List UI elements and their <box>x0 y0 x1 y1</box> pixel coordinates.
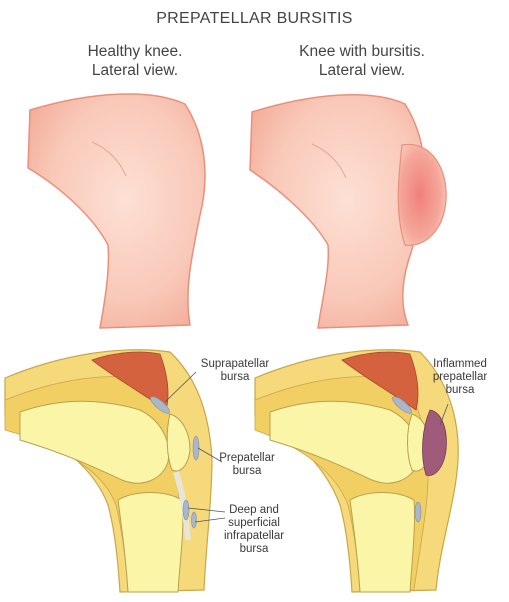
label-infrapatellar-line-4: bursa <box>239 543 269 555</box>
label-prepatellar-line-2: bursa <box>232 465 262 477</box>
label-infrapatellar-bursa: Deep and superficial infrapatellar bursa <box>218 504 290 556</box>
label-infrapatellar-line-3: infrapatellar <box>223 530 285 542</box>
healthy-infrapatellar-bursa-superficial <box>191 511 197 529</box>
healthy-suprapatellar-bursa <box>150 396 170 414</box>
label-prepatellar-line-1: Prepatellar <box>219 452 275 464</box>
bursitis-swelling <box>397 143 447 246</box>
label-suprapatellar-line-1: Suprapatellar <box>200 358 270 370</box>
bursitis-quadriceps-muscle <box>341 351 419 411</box>
bursitis-knee-crease <box>311 143 347 179</box>
prepatellar-leader <box>197 447 223 463</box>
bursitis-infrapatellar-bursa <box>414 501 422 523</box>
bursitis-inflamed-bursa <box>422 409 447 476</box>
healthy-knee-crease <box>91 141 127 177</box>
healthy-infrapatellar-bursa-deep <box>182 499 190 521</box>
healthy-prepatellar-bursa <box>192 435 200 461</box>
label-infrapatellar-line-1: Deep and <box>229 504 279 516</box>
healthy-knee-skin <box>27 93 206 329</box>
label-inflamed-line-1: Inflammed <box>433 358 487 370</box>
healthy-patella <box>166 413 191 472</box>
suprapatellar-leader <box>164 371 197 403</box>
bursitis-caption-line-2: Lateral view. <box>318 62 406 79</box>
label-infrapatellar-line-2: superficial <box>228 517 280 529</box>
bursitis-caption-line-1: Knee with bursitis. <box>299 43 425 60</box>
bursitis-caption: Knee with bursitis. Lateral view. <box>262 42 462 80</box>
bursitis-tibia <box>349 492 416 593</box>
healthy-knee-section <box>4 349 226 593</box>
bursitis-suprapatellar-bursa <box>392 396 412 414</box>
label-inflamed-line-2: prepatellar <box>432 371 488 383</box>
label-prepatellar-bursa: Prepatellar bursa <box>212 452 282 478</box>
healthy-femur <box>19 400 170 484</box>
label-inflamed-prepatellar-bursa: Inflammed prepatellar bursa <box>418 358 502 397</box>
label-suprapatellar-bursa: Suprapatellar bursa <box>190 358 280 384</box>
healthy-tibia <box>117 492 184 593</box>
bursitis-knee-skin <box>249 93 426 329</box>
infrapatellar-leader-1 <box>187 507 226 513</box>
diagram-title: PREPATELLAR BURSITIS <box>156 10 353 27</box>
healthy-quadriceps-muscle <box>91 351 169 411</box>
label-inflamed-line-3: bursa <box>445 384 475 396</box>
infrapatellar-leader-2 <box>194 517 226 523</box>
bursitis-knee-section <box>254 349 459 593</box>
label-suprapatellar-line-2: bursa <box>220 371 250 383</box>
healthy-caption-line-2: Lateral view. <box>91 62 179 79</box>
healthy-caption-line-1: Healthy knee. <box>87 43 183 60</box>
inflamed-leader <box>439 403 449 426</box>
healthy-caption: Healthy knee. Lateral view. <box>40 42 230 80</box>
